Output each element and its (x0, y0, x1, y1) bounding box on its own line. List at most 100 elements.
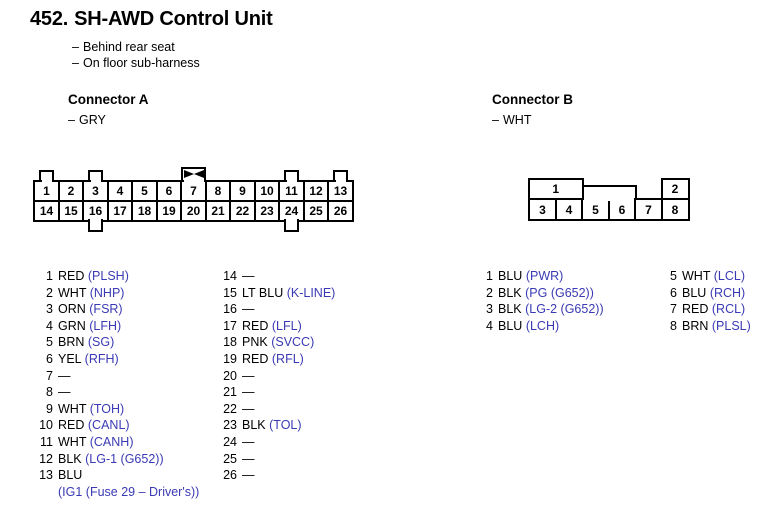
pin-wire-color: WHT (682, 269, 711, 283)
pin-empty-dash: — (242, 385, 255, 400)
pin-row: 25— (220, 451, 335, 468)
pin-wire-color: GRN (58, 318, 86, 333)
pin-row: 26 — (220, 467, 335, 484)
connector-a-pin-cell: 22 (229, 199, 256, 222)
connector-tab-bottom (88, 219, 103, 232)
pin-number: 23 (223, 418, 237, 433)
pin-number: 26 (223, 468, 237, 483)
pin-empty-dash: — (242, 468, 255, 483)
pin-row: 1 BLU (PWR) (476, 268, 604, 285)
note-text: Behind rear seat (83, 40, 175, 54)
connector-a-pin-cell: 21 (204, 199, 232, 222)
pin-signal-label: (LFL) (271, 318, 302, 333)
pin-row: 24— (220, 434, 335, 451)
pin-wire-color: BLU (498, 318, 523, 333)
connector-b-color-text: WHT (503, 113, 532, 127)
pin-signal-label: (RCL) (711, 302, 746, 317)
notch-seam-mask (583, 198, 634, 201)
connector-a-pin-cell: 19 (155, 199, 183, 222)
pin-number: 5 (670, 269, 677, 283)
pin-signal-label: (SVCC) (271, 335, 315, 350)
pin-number: 8 (46, 385, 53, 400)
pin-signal-label: (LG-1 (G652)) (85, 451, 164, 466)
connector-a-dash: – (68, 113, 75, 127)
pin-wire-color: RED (58, 418, 85, 433)
pin-number: 1 (486, 269, 493, 283)
pin-row: 16 — (220, 301, 335, 318)
pin-empty-dash: — (58, 385, 71, 400)
pin-number: 3 (486, 302, 493, 317)
tab-seam-mask (41, 180, 52, 183)
pin-signal-label: (LCL) (713, 269, 745, 283)
pin-wire-color: BLK (498, 285, 522, 300)
pin-wire-color: BLK (498, 302, 522, 317)
pin-wire-color: RED (242, 318, 269, 333)
connector-a-color: –GRY (68, 113, 106, 127)
tab-seam-mask (286, 219, 297, 222)
pin-signal-label: (TOL) (269, 418, 302, 433)
pin-signal-label: (RFL) (271, 351, 304, 366)
pin-number: 10 (39, 418, 53, 433)
pin-wire-color: BLU (682, 285, 707, 300)
pin-number: 2 (486, 285, 493, 300)
pin-wire-color: BLU (58, 468, 83, 483)
pin-signal-label: (LCH) (525, 318, 560, 333)
pin-number: 22 (223, 401, 237, 416)
connector-b-pin-cell: 4 (554, 198, 584, 221)
pin-signal-label: (PG (G652)) (525, 285, 594, 300)
pin-number: 20 (223, 368, 237, 383)
pin-number: 7 (670, 302, 677, 317)
connector-a-color-text: GRY (79, 113, 106, 127)
pin-row: 8— (36, 384, 199, 401)
pin-signal-label: (PLSL) (711, 318, 751, 333)
pin-number: 16 (223, 302, 237, 317)
connector-b-dash: – (492, 113, 499, 127)
pin-number: 1 (46, 269, 53, 283)
pin-empty-dash: — (242, 401, 255, 416)
pin-signal-label-continued: (IG1 (Fuse 29 – Driver's)) (58, 484, 200, 499)
tab-seam-mask (286, 180, 297, 183)
pin-wire-color: BRN (58, 335, 85, 350)
pin-signal-label: (PWR) (525, 269, 564, 283)
connector-a-pin-cell: 14 (33, 199, 60, 222)
tab-seam-mask (90, 219, 101, 222)
pin-signal-label: (FSR) (89, 302, 123, 317)
pin-number: 5 (46, 335, 53, 350)
note-dash: – (72, 56, 79, 70)
pin-number: 14 (223, 269, 237, 283)
pin-signal-label: (RFH) (84, 351, 119, 366)
pin-wire-color: YEL (58, 351, 82, 366)
pin-wire-color: WHT (58, 434, 87, 449)
pin-number: 11 (40, 434, 53, 449)
connector-b-heading: Connector B (492, 92, 573, 107)
page-title: 452.SH-AWD Control Unit (30, 8, 273, 31)
connector-a-pin-cell: 20 (180, 199, 207, 222)
pin-wire-color: LT BLU (242, 285, 284, 300)
pin-number: 8 (670, 318, 677, 333)
connector-tab-bottom (284, 219, 299, 232)
connector-tab-top (284, 170, 299, 183)
pin-empty-dash: — (242, 302, 255, 317)
pin-signal-label: (TOH) (89, 401, 125, 416)
pin-wire-color: BLU (498, 269, 523, 283)
connector-a-heading: Connector A (68, 92, 149, 107)
connector-a-pin-cell: 23 (253, 199, 281, 222)
notes-list: –Behind rear seat –On floor sub-harness (72, 39, 200, 71)
pin-empty-dash: — (242, 451, 255, 466)
pin-number: 4 (486, 318, 493, 333)
note-text: On floor sub-harness (83, 56, 200, 70)
page-title-number: 452. (30, 8, 69, 30)
